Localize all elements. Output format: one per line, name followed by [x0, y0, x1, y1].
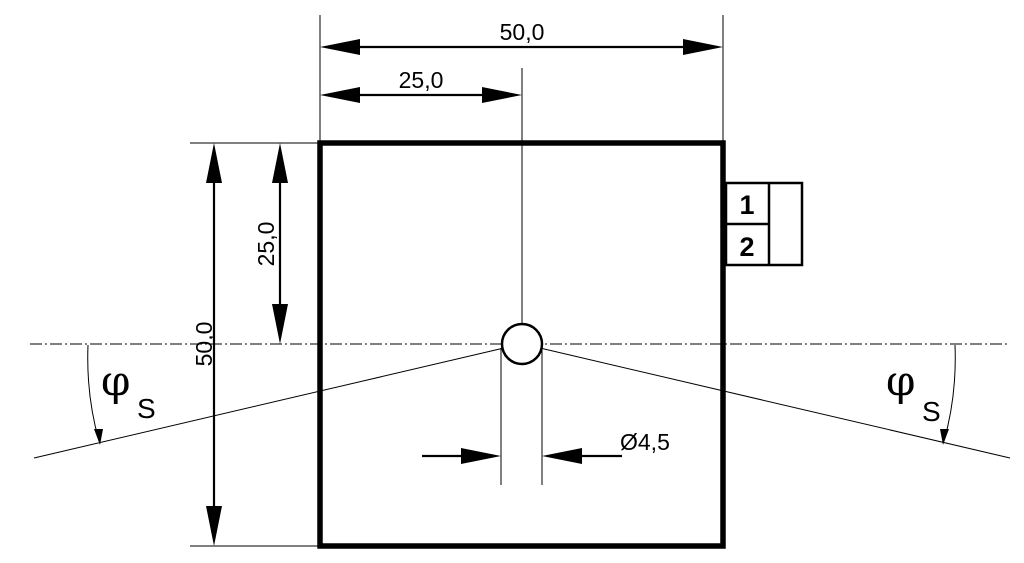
dimension-overall-width: 50,0 — [320, 19, 723, 55]
dimension-label-center-height: 25,0 — [253, 222, 279, 267]
dimension-center-height: 25,0 — [253, 143, 288, 344]
extension-lines-left — [190, 142, 320, 547]
sensor-body — [317, 140, 726, 549]
terminal-label-2: 2 — [739, 232, 754, 262]
dimension-label-overall-width: 50,0 — [500, 19, 545, 45]
angle-symbol-left: φ — [101, 356, 130, 405]
dimension-hole-diameter: Ø4,5 — [422, 348, 670, 485]
angle-symbol-right: φ — [886, 356, 915, 405]
angle-label-right: φ S — [886, 356, 941, 427]
angle-label-left: φ S — [101, 356, 156, 424]
extension-lines-top — [319, 15, 724, 342]
terminal-block: 1 2 — [724, 181, 804, 267]
dimension-label-center-width: 25,0 — [399, 67, 444, 93]
center-hole — [500, 322, 544, 366]
angle-subscript-left: S — [137, 393, 156, 424]
angle-arc-right — [940, 344, 956, 445]
dimension-label-hole-diameter: Ø4,5 — [620, 429, 670, 455]
angle-subscript-right: S — [922, 396, 941, 427]
dimension-center-width: 25,0 — [320, 67, 522, 103]
angle-lines — [33, 347, 1011, 459]
angle-arc-left — [87, 344, 103, 445]
terminal-label-1: 1 — [739, 190, 754, 220]
